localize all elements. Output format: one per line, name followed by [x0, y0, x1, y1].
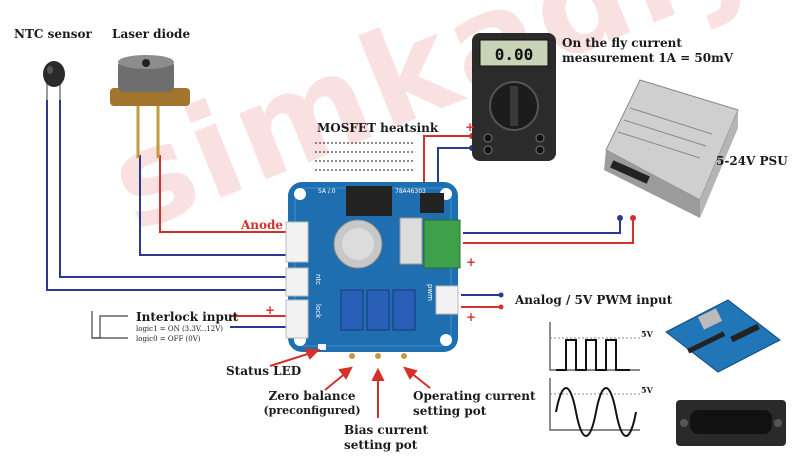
board-label-pwm: pwm — [426, 284, 434, 301]
wire-laser-anode — [159, 155, 290, 233]
label-analog-pwm: Analog / 5V PWM input — [515, 293, 673, 307]
label-analog-5v: 5V — [641, 385, 653, 395]
label-heatsink: MOSFET heatsink — [317, 121, 439, 135]
bias-pot — [366, 289, 390, 331]
label-operating-line2: setting pot — [413, 404, 487, 418]
label-meter-line2: measurement 1A = 50mV — [562, 51, 734, 65]
analog-graph — [549, 378, 640, 437]
wire-psu-neg — [463, 220, 621, 234]
zero-balance-pot — [340, 289, 364, 331]
label-zero-line2: (preconfigured) — [263, 404, 361, 417]
connector-interlock — [285, 299, 309, 339]
status-led — [318, 344, 326, 350]
label-logic0: logic0 = OFF (0V) — [136, 335, 201, 343]
board-label-lock: lock — [314, 304, 322, 319]
plus-interlock: + — [265, 303, 276, 317]
label-zero-line1: Zero balance — [268, 389, 356, 403]
wire-laser-cathode — [139, 155, 290, 256]
power-terminal — [423, 219, 461, 269]
connector-pwm — [435, 285, 459, 315]
operating-pot — [392, 289, 416, 331]
meter-display: 0.00 — [495, 45, 534, 64]
board-marking: 5A /.0 — [318, 188, 336, 195]
wire-meter-neg — [437, 147, 472, 193]
heatsink-indicator — [315, 142, 415, 171]
pwm-graph — [549, 322, 640, 371]
connector-anode — [285, 221, 309, 263]
label-pwm-5v: 5V — [641, 329, 653, 339]
driver-board — [285, 182, 461, 359]
label-bias-line2: setting pot — [344, 438, 418, 452]
label-operating-line1: Operating current — [413, 389, 536, 403]
blue-wires — [46, 98, 621, 328]
label-status-led: Status LED — [226, 364, 302, 378]
laser-diode-icon — [110, 55, 190, 158]
label-ntc-sensor: NTC sensor — [14, 27, 92, 41]
mosfet — [346, 186, 392, 216]
wire-meter-pos — [423, 135, 472, 193]
label-bias-line1: Bias current — [344, 423, 428, 437]
board-label-ntc: ntc — [314, 274, 322, 285]
label-anode: Anode — [241, 218, 284, 232]
plus-psu: + — [466, 255, 477, 269]
capacitor — [399, 217, 423, 265]
arduino-board-icon — [665, 299, 781, 373]
wire-ntc-2 — [59, 98, 290, 278]
label-laser-diode: Laser diode — [112, 27, 191, 41]
plus-analog: + — [466, 310, 477, 324]
multimeter-icon — [472, 33, 556, 161]
label-interlock: Interlock input — [136, 310, 239, 324]
ntc-sensor-icon — [43, 61, 65, 100]
label-psu: 5-24V PSU — [716, 154, 788, 168]
board-marking: 78A46303 — [395, 188, 426, 195]
mounting-hole — [294, 188, 306, 200]
label-meter-line1: On the fly current — [562, 36, 682, 50]
plus-meter: + — [465, 120, 476, 134]
label-logic1: logic1 = ON (3.3V...12V) — [136, 325, 224, 333]
pointer-arrows — [269, 349, 431, 418]
step-signal-icon — [91, 311, 128, 339]
psu-icon — [604, 79, 739, 218]
wire-ntc-1 — [46, 98, 290, 291]
db25-connector-icon — [676, 400, 786, 446]
connector-ntc — [285, 267, 309, 297]
mounting-hole — [440, 334, 452, 346]
red-wires — [159, 135, 634, 317]
meter-header — [420, 193, 444, 213]
wire-psu-pos — [463, 220, 634, 244]
